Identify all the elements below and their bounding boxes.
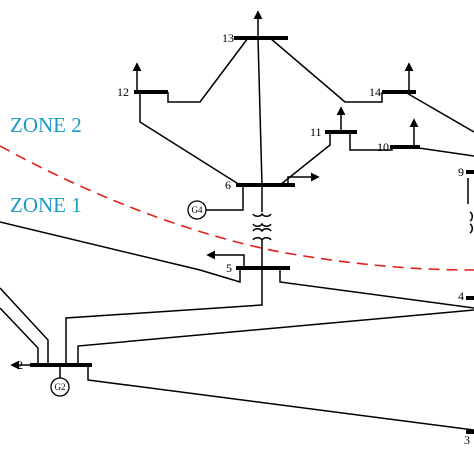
bus-label-12: 12	[117, 85, 129, 99]
generator-g2-label: G2	[55, 382, 66, 392]
line-4-2	[77, 309, 474, 365]
bus-label-10: 10	[377, 140, 389, 154]
bus-label-4: 4	[458, 289, 464, 303]
bus-label-11: 11	[310, 125, 322, 139]
bus-label-6: 6	[225, 178, 231, 192]
line-2-3	[87, 365, 474, 431]
generator-g4: G4	[187, 200, 207, 220]
bus-label-14: 14	[369, 85, 381, 99]
bus-label-9: 9	[458, 165, 464, 179]
line-2-1-a	[0, 287, 49, 365]
bus-bars	[30, 36, 474, 434]
line-11-6	[279, 132, 331, 186]
load-arrow-5	[206, 250, 245, 268]
bus-labels: 13 12 14 11 10 9 6 5 4 2 3	[17, 31, 470, 447]
transmission-lines	[0, 37, 474, 431]
line-14-9	[404, 91, 474, 133]
bus-label-5: 5	[226, 261, 232, 275]
generator-g4-label: G4	[192, 205, 203, 215]
transformer-6-5	[252, 212, 272, 242]
line-2-1-b	[0, 307, 39, 365]
line-13-14	[269, 37, 383, 103]
zone-boundary-line	[0, 145, 474, 271]
generator-g2-symbol	[50, 377, 70, 397]
line-5-4	[279, 268, 474, 309]
zone-1-label: ZONE 1	[10, 193, 82, 217]
load-arrows	[10, 10, 419, 370]
load-arrow-6	[287, 172, 320, 185]
zone-2-label: ZONE 2	[10, 113, 82, 137]
bus-label-2: 2	[17, 358, 23, 372]
line-5-1	[0, 221, 241, 284]
generator-g2: G2	[50, 377, 70, 397]
generator-g4-symbol	[187, 200, 207, 220]
line-12-6	[139, 92, 241, 186]
bus-label-3: 3	[464, 433, 470, 447]
transformer-9-partial	[469, 211, 473, 234]
line-13-6	[257, 37, 263, 186]
bus-label-13: 13	[222, 31, 234, 45]
line-13-12	[167, 37, 249, 103]
line-10-9	[411, 146, 474, 157]
line-5-2	[65, 268, 263, 365]
line-g4-6	[205, 185, 244, 211]
